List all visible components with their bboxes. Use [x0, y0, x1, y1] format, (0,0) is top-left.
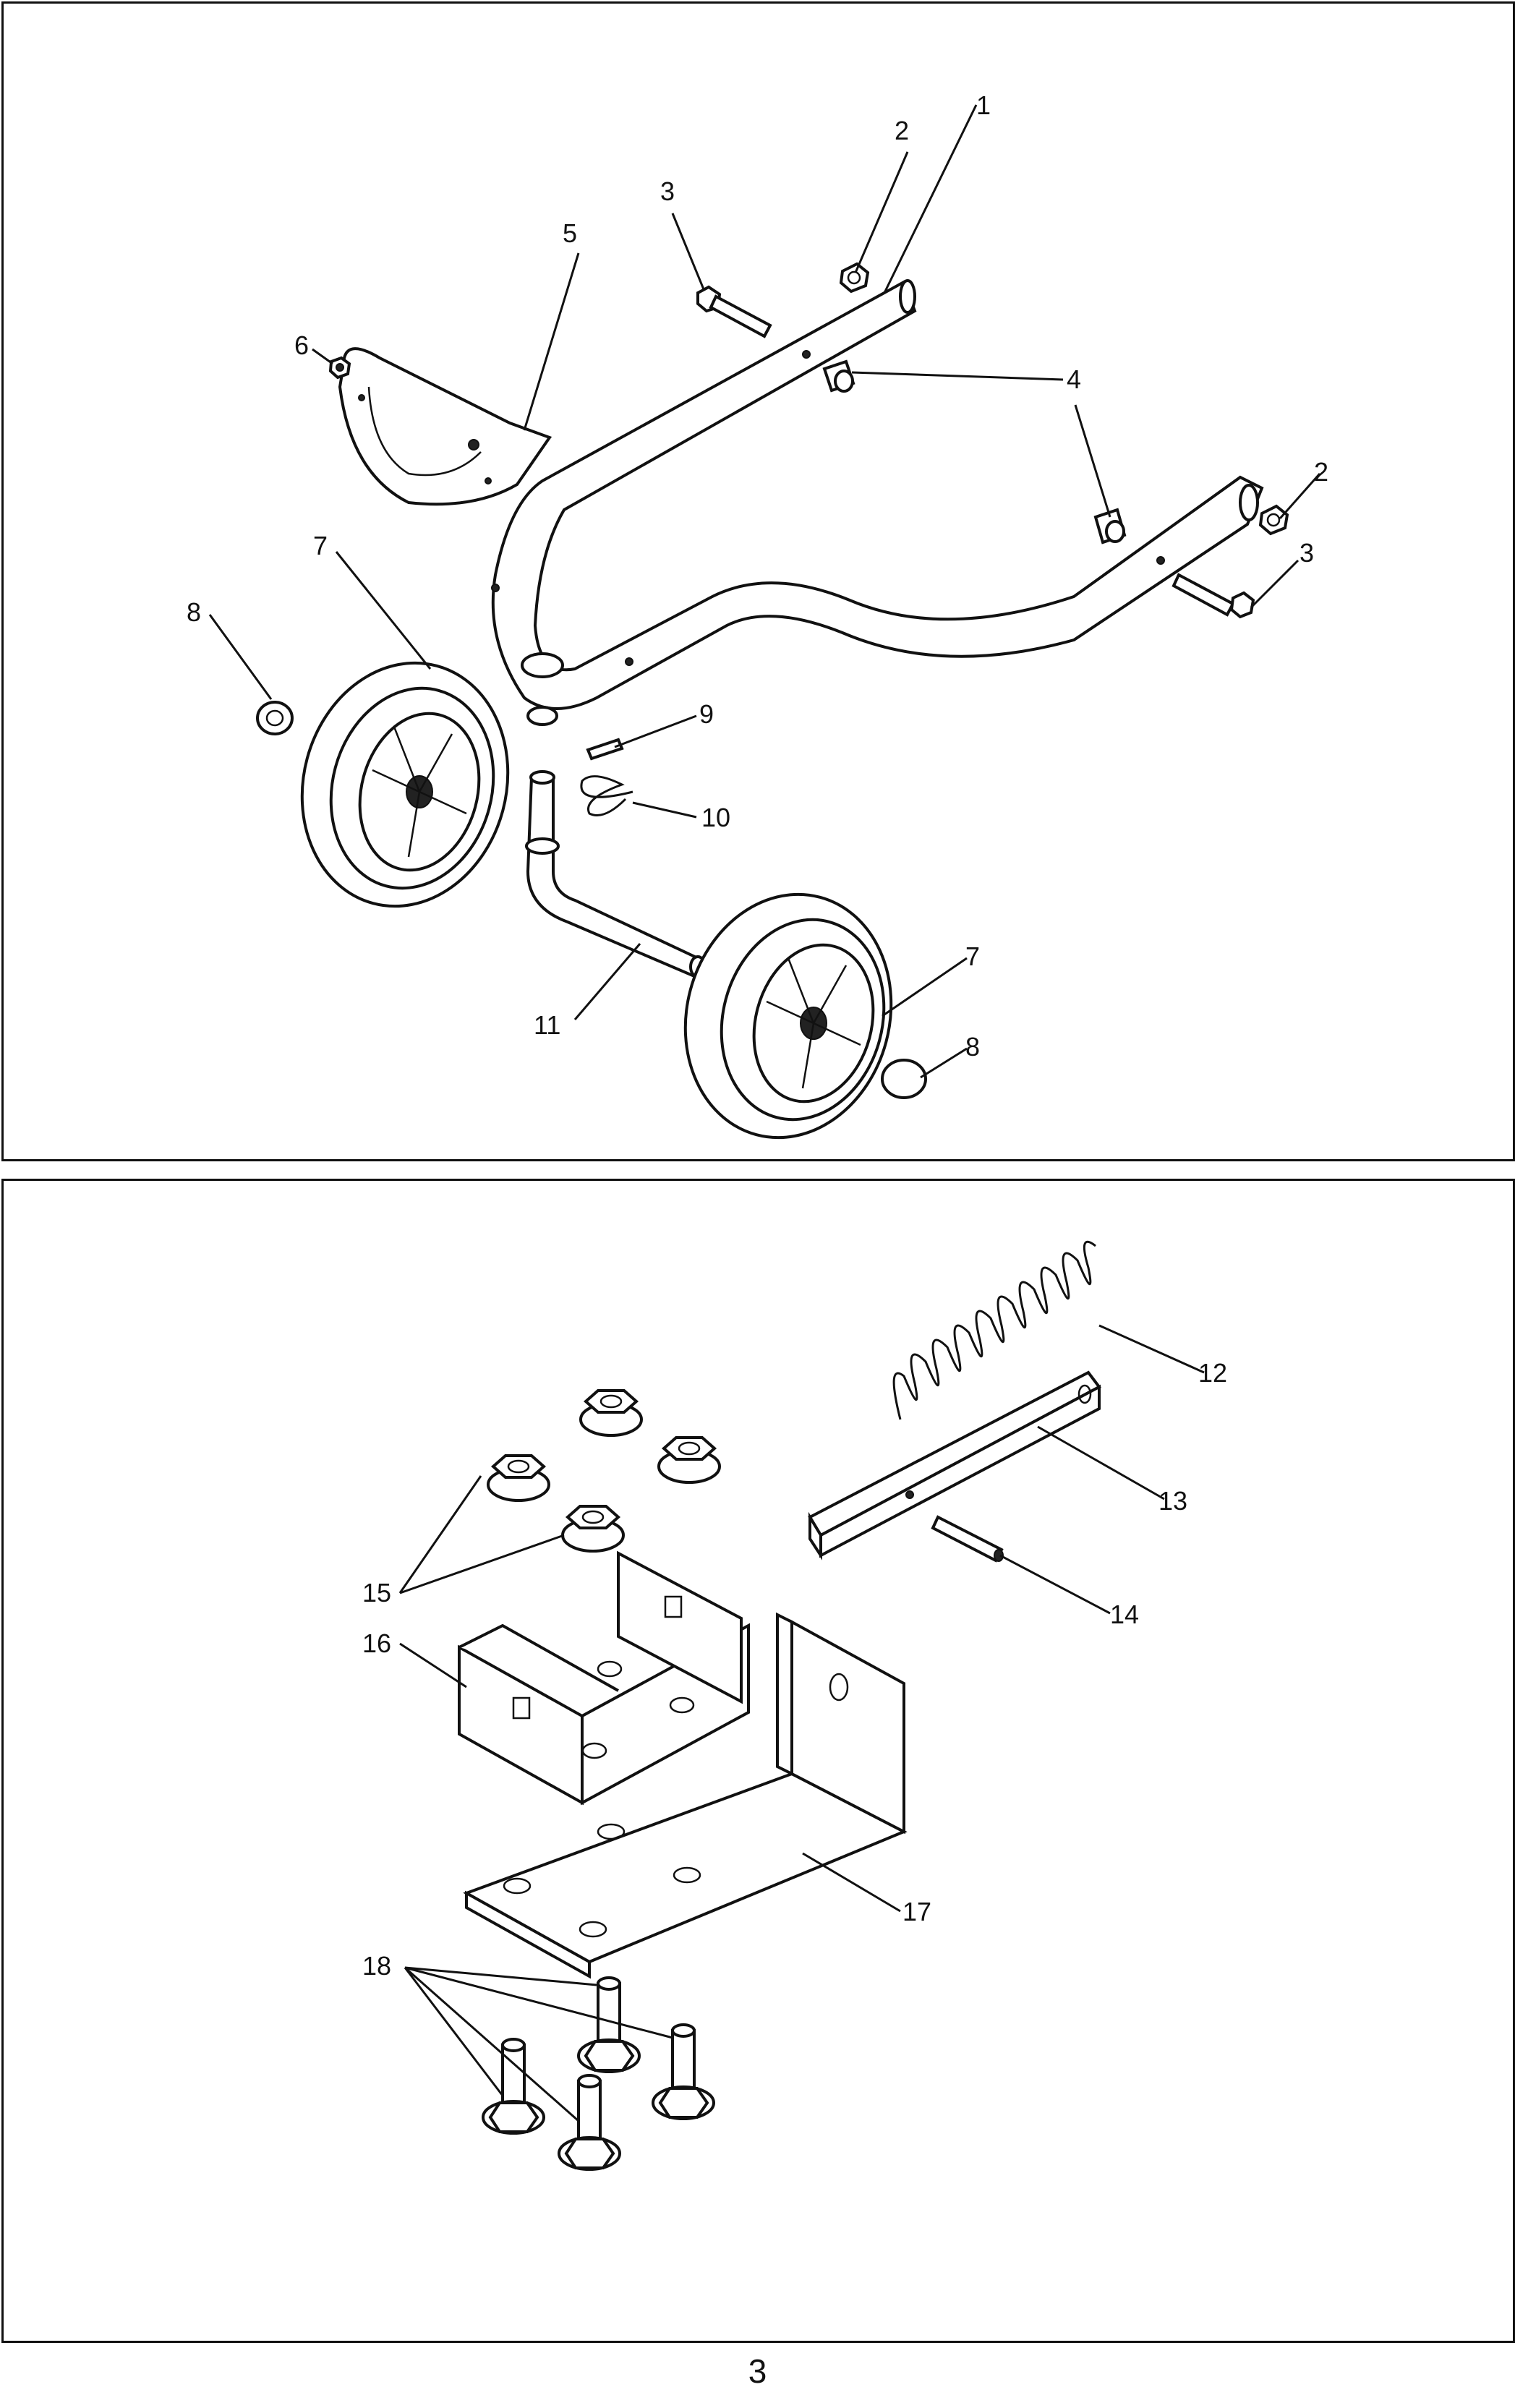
washer: [256, 701, 294, 735]
callout-label: 7: [965, 942, 980, 971]
handle-frame: [491, 279, 1264, 726]
clip: [580, 775, 633, 816]
page-number: 3: [748, 2352, 767, 2390]
callout-label: 6: [294, 330, 309, 360]
bracket-kit-drawing: 12 13 14 15 16 17 18: [362, 1240, 1227, 2171]
callout-label: 5: [563, 218, 577, 248]
bolt: [1172, 573, 1255, 619]
callout-label: 12: [1198, 1358, 1227, 1388]
square-bar: [808, 1370, 1102, 1560]
flange-bolt: [652, 2023, 715, 2120]
callout-label: 17: [902, 1897, 931, 1926]
callout-label: 1: [976, 90, 991, 120]
spacer: [1093, 508, 1127, 545]
nut: [1258, 504, 1289, 536]
callout-label: 3: [1300, 538, 1314, 568]
flange-bolt: [482, 2038, 545, 2135]
flange-nut: [487, 1454, 550, 1502]
flange-bolt: [558, 2074, 621, 2171]
nut: [839, 262, 870, 294]
wheel: [300, 661, 510, 908]
bolt: [696, 285, 772, 338]
spacer: [822, 359, 855, 393]
callout-label: 8: [965, 1032, 980, 1062]
callout-label: 15: [362, 1578, 391, 1608]
flange-nut: [579, 1389, 643, 1437]
flange-bolt: [577, 1976, 641, 2073]
hub-cap: [881, 1059, 927, 1099]
callout-label: 2: [1314, 457, 1328, 487]
screw: [328, 356, 351, 380]
callout-label: 10: [701, 803, 730, 832]
axle: [525, 770, 707, 978]
callout-label: 13: [1158, 1486, 1187, 1516]
exploded-view-bracket-kit: 12 13 14 15 16 17 18: [1, 1179, 1515, 2343]
wheel: [683, 892, 893, 1140]
callout-label: 4: [1067, 364, 1081, 394]
flange-nut: [657, 1436, 721, 1484]
callout-label: 11: [534, 1010, 560, 1040]
callout-label: 9: [699, 699, 714, 729]
callout-label: 16: [362, 1628, 391, 1658]
pin: [586, 738, 624, 761]
callout-label: 18: [362, 1951, 391, 1981]
u-bracket: [458, 1550, 750, 1806]
callout-label: 8: [187, 597, 201, 627]
spring: [892, 1240, 1096, 1420]
pin: [931, 1515, 1004, 1563]
flange-nut: [561, 1505, 625, 1553]
callout-label: 7: [313, 531, 328, 560]
callout-label: 14: [1110, 1600, 1139, 1629]
mounting-plate: [463, 1612, 908, 1979]
callout-label: 2: [895, 116, 909, 145]
wheel-kit-drawing: 1 2 3 5 6 4 2 3 7 8 9 10 11 7 8: [187, 90, 1328, 1140]
exploded-view-wheel-kit: 1 2 3 5 6 4 2 3 7 8 9 10 11 7 8: [1, 1, 1515, 1161]
wheel-cover: [338, 347, 552, 506]
callout-label: 3: [660, 176, 675, 206]
